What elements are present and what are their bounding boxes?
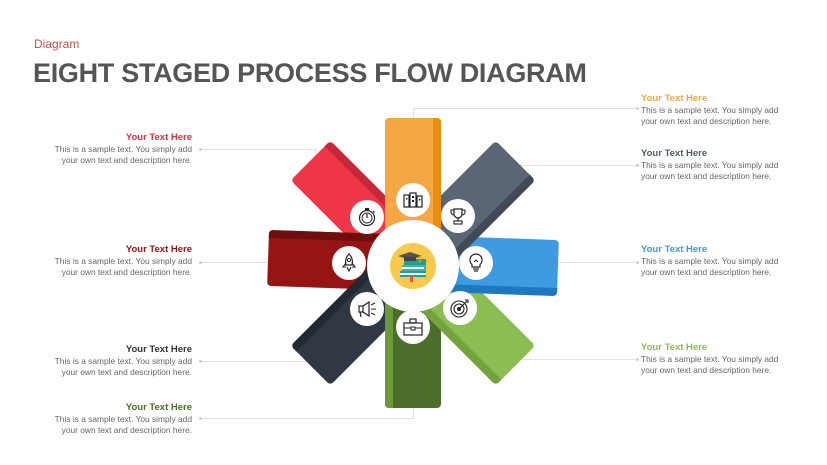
stage-text-dark-green: Your Text Here This is a sample text. Yo… bbox=[37, 402, 192, 436]
connector-charcoal bbox=[200, 361, 320, 362]
stage-text-green: Your Text Here This is a sample text. Yo… bbox=[641, 342, 796, 376]
stage-text-orange: Your Text Here This is a sample text. Yo… bbox=[641, 93, 796, 127]
stage-heading: Your Text Here bbox=[125, 344, 192, 355]
target-icon bbox=[443, 291, 477, 325]
buildings-icon bbox=[396, 183, 430, 217]
connector-dot bbox=[199, 360, 202, 363]
connector-dark-green bbox=[200, 418, 414, 419]
stage-text-charcoal: Your Text Here This is a sample text. Yo… bbox=[37, 344, 192, 378]
connector-green bbox=[520, 359, 638, 360]
stage-heading: Your Text Here bbox=[125, 244, 192, 255]
stage-text-red: Your Text Here This is a sample text. Yo… bbox=[37, 132, 192, 166]
stage-body: This is a sample text. You simply add bbox=[54, 414, 192, 424]
connector-dot bbox=[636, 107, 639, 110]
megaphone-icon bbox=[350, 292, 384, 326]
stage-body: This is a sample text. You simply add bbox=[54, 144, 192, 154]
briefcase-icon bbox=[396, 310, 430, 344]
connector-dot bbox=[636, 261, 639, 264]
stage-heading: Your Text Here bbox=[125, 132, 192, 143]
center-hub bbox=[367, 220, 459, 312]
stage-body: your own text and description here. bbox=[641, 365, 772, 375]
stage-heading: Your Text Here bbox=[641, 148, 708, 159]
stage-body: This is a sample text. You simply add bbox=[641, 105, 779, 115]
connector-slate bbox=[520, 165, 638, 166]
stopwatch-icon bbox=[350, 200, 384, 234]
connector-dot bbox=[199, 148, 202, 151]
stage-body: This is a sample text. You simply add bbox=[641, 354, 779, 364]
stage-body: This is a sample text. You simply add bbox=[54, 256, 192, 266]
stage-body: your own text and description here. bbox=[641, 116, 772, 126]
stage-text-blue: Your Text Here This is a sample text. Yo… bbox=[641, 244, 796, 278]
stage-heading: Your Text Here bbox=[641, 244, 708, 255]
slide-title: EIGHT STAGED PROCESS FLOW DIAGRAM bbox=[33, 58, 587, 88]
stage-heading: Your Text Here bbox=[641, 342, 708, 353]
rocket-icon bbox=[332, 246, 366, 280]
stage-body: your own text and description here. bbox=[641, 171, 772, 181]
stage-body: your own text and description here. bbox=[61, 425, 192, 435]
connector-dot bbox=[636, 358, 639, 361]
connector-dot bbox=[636, 164, 639, 167]
connector-orange-vertical bbox=[413, 108, 414, 122]
trophy-icon bbox=[441, 199, 475, 233]
stage-body: This is a sample text. You simply add bbox=[641, 160, 779, 170]
stage-body: your own text and description here. bbox=[61, 367, 192, 377]
graduation-books-icon bbox=[390, 243, 436, 289]
stage-body: This is a sample text. You simply add bbox=[641, 256, 779, 266]
connector-orange bbox=[413, 108, 638, 109]
connector-dark-red bbox=[200, 262, 275, 263]
stage-text-dark-red: Your Text Here This is a sample text. Yo… bbox=[37, 244, 192, 278]
connector-dark-green-vertical bbox=[413, 402, 414, 418]
connector-red bbox=[200, 149, 315, 150]
stage-body: your own text and description here. bbox=[61, 155, 192, 165]
slide-subtitle: Diagram bbox=[34, 37, 80, 51]
lightbulb-icon bbox=[459, 246, 493, 280]
stage-heading: Your Text Here bbox=[125, 402, 192, 413]
stage-body: your own text and description here. bbox=[61, 267, 192, 277]
connector-dot bbox=[199, 261, 202, 264]
connector-dot bbox=[199, 417, 202, 420]
stage-body: your own text and description here. bbox=[641, 267, 772, 277]
connector-blue bbox=[553, 262, 638, 263]
stage-text-slate: Your Text Here This is a sample text. Yo… bbox=[641, 148, 796, 182]
stage-body: This is a sample text. You simply add bbox=[54, 356, 192, 366]
stage-heading: Your Text Here bbox=[641, 93, 708, 104]
